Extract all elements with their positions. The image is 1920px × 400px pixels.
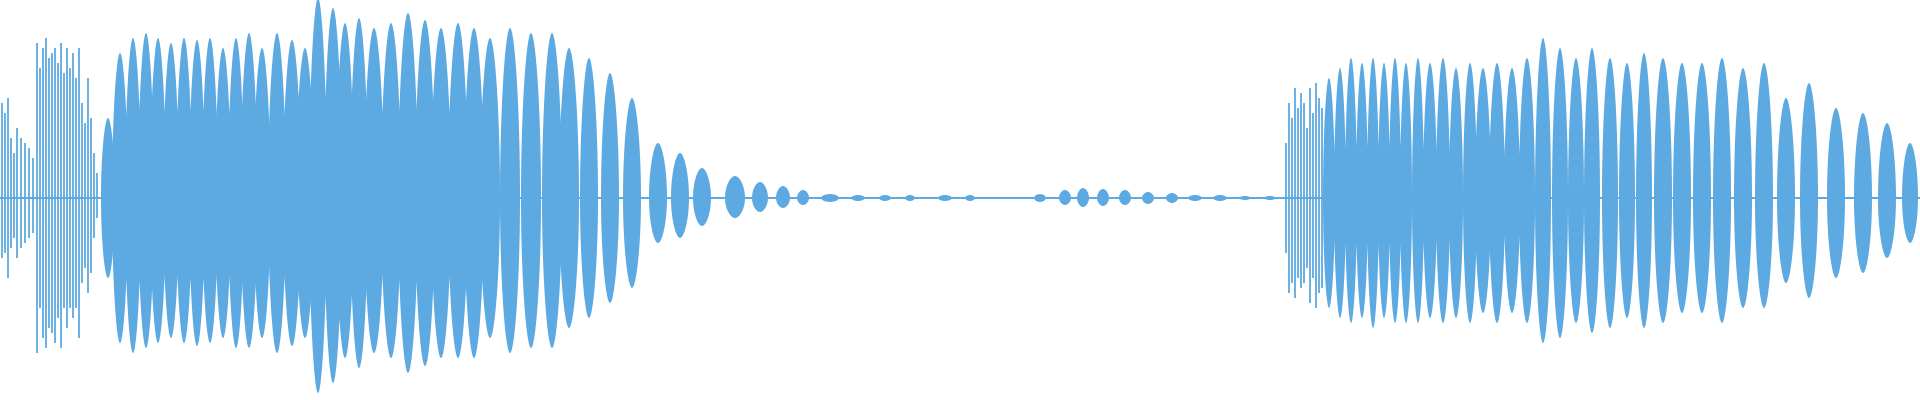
waveform-lobe [905, 195, 915, 201]
waveform-lobe [693, 168, 711, 226]
waveform-lobe [580, 58, 598, 318]
waveform-lobe [1449, 68, 1463, 318]
waveform-lobe [521, 33, 541, 348]
waveform-lobe [1504, 68, 1520, 313]
waveform-lobe [1713, 58, 1731, 323]
waveform-lobe [1489, 63, 1505, 323]
waveform-lobe [1188, 195, 1202, 201]
waveform-lobe [1412, 58, 1424, 323]
waveform-lobe [938, 195, 952, 201]
waveform-lobe [879, 195, 891, 201]
waveform-lobe [1463, 63, 1477, 323]
waveform-lobe [163, 43, 179, 338]
waveform-lobe [324, 8, 342, 383]
waveform-lobe [228, 38, 244, 348]
waveform-lobe [797, 190, 809, 205]
waveform-lobe [215, 48, 231, 338]
waveform-lobe [1902, 143, 1918, 243]
waveform-lobe [601, 73, 619, 303]
waveform-lobe [1475, 68, 1491, 313]
waveform-lobe [1734, 68, 1752, 308]
waveform-lobe [1345, 58, 1357, 323]
waveform-lobe [350, 18, 368, 368]
waveform-lobe [1619, 63, 1635, 318]
waveform-lobe [1213, 195, 1227, 201]
waveform-lobe [965, 195, 975, 201]
waveform-lobe [1602, 58, 1618, 328]
waveform-lobe [364, 28, 384, 353]
waveform-lobe [1878, 123, 1896, 258]
waveform-lobe [1334, 68, 1346, 318]
waveform-lobe [240, 33, 258, 348]
waveform-lobe [448, 23, 468, 358]
waveform-lobe [125, 38, 141, 353]
waveform-lobe [1323, 78, 1335, 308]
waveform-lobe [1423, 63, 1437, 318]
waveform-lobe [176, 38, 192, 343]
waveform-lobe [559, 48, 579, 328]
waveform-lobe [1034, 194, 1046, 202]
waveform-lobe [821, 194, 839, 202]
waveform-lobe [1378, 63, 1390, 318]
waveform-lobe [480, 38, 500, 338]
waveform-lobe [1367, 58, 1379, 328]
waveform-lobe [1673, 63, 1691, 313]
waveform-lobe [296, 48, 314, 338]
waveform-lobe [649, 143, 667, 243]
waveform-lobe [398, 13, 418, 373]
waveform-lobe [431, 28, 451, 358]
waveform-lobe [138, 33, 154, 348]
waveform-lobe [1077, 188, 1089, 207]
waveform-lobe [253, 48, 271, 338]
waveform-lobe [1636, 53, 1652, 328]
waveform-lobe [500, 28, 520, 353]
waveform-lobe [752, 182, 768, 212]
waveform-lobe [725, 176, 745, 218]
waveform-lobe [1400, 63, 1412, 323]
waveform-lobe [1854, 113, 1872, 273]
waveform-lobe [1777, 98, 1795, 283]
waveform-lobe [150, 38, 166, 343]
waveform-lobe [1800, 83, 1818, 298]
waveform-lobe [1535, 38, 1551, 343]
waveform-lobe [1436, 58, 1450, 323]
waveform-lobe [464, 28, 484, 358]
waveform-lobe [1755, 63, 1773, 308]
waveform-lobe [268, 33, 286, 353]
waveform-lobe [381, 23, 401, 358]
waveform-lobe [1552, 48, 1568, 338]
waveform-lobe [671, 153, 689, 238]
waveform-lobe [283, 40, 301, 346]
waveform-lobe [309, 0, 327, 393]
waveform-lobe [1519, 58, 1535, 323]
waveform-lobe [1264, 196, 1276, 200]
waveform-lobe [1097, 189, 1109, 206]
waveform-lobe [1389, 58, 1401, 323]
waveform-lobe [1693, 63, 1711, 313]
waveform-lobe [1059, 190, 1071, 205]
waveform-lobe [1356, 63, 1368, 318]
waveform-lobe [1654, 58, 1672, 323]
waveform-lobe [776, 186, 790, 208]
waveform-lobe [415, 20, 435, 366]
waveform-lobe [1239, 196, 1251, 200]
waveform-lobe [1584, 48, 1600, 333]
waveform-lobe [101, 118, 115, 278]
waveform-lobe [189, 40, 205, 346]
waveform-lobe [1827, 108, 1845, 278]
waveform-lobe [1568, 58, 1584, 323]
waveform-lobe [542, 33, 562, 348]
waveform-lobe [1166, 193, 1178, 203]
waveform-lobe [1119, 190, 1131, 205]
waveform-lobe [851, 195, 865, 201]
waveform-lobe [336, 23, 354, 358]
waveform-lobe [112, 53, 128, 343]
waveform-lobe [623, 98, 641, 288]
waveform-lobe [1142, 192, 1154, 204]
waveform-lobe [202, 38, 218, 343]
